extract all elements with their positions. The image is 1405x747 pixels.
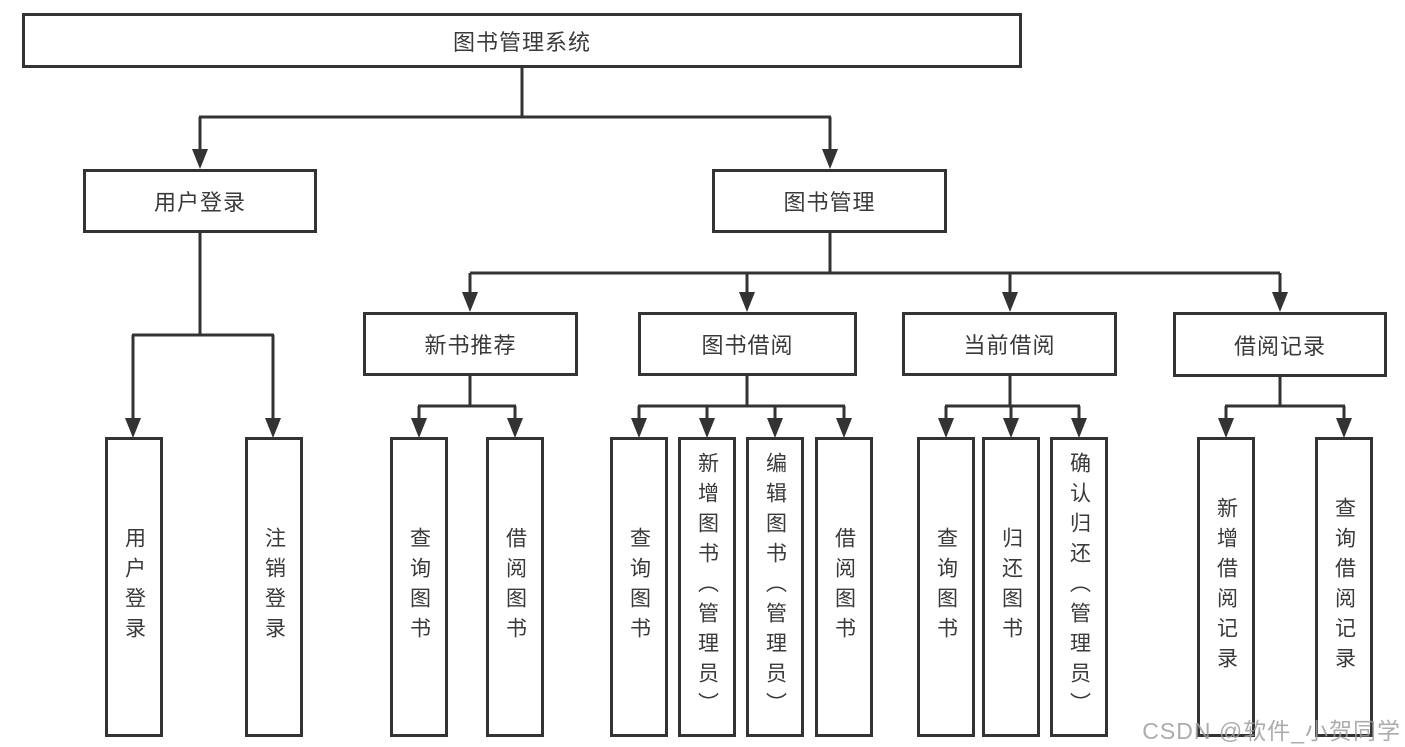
leaf-query-borrow-record-label: 查询借阅记录 xyxy=(1332,497,1356,677)
leaf-query-books-current-label: 查询图书 xyxy=(934,527,958,647)
leaf-add-borrow-record-label: 新增借阅记录 xyxy=(1214,497,1238,677)
leaf-borrow-books-recommend-label: 借阅图书 xyxy=(503,527,527,647)
node-borrowing-records-label: 借阅记录 xyxy=(1233,333,1326,359)
leaf-confirm-return-admin: 确认归还（管理员） xyxy=(1050,437,1108,737)
leaf-query-borrow-record: 查询借阅记录 xyxy=(1315,437,1373,737)
node-root: 图书管理系统 xyxy=(22,13,1022,68)
csdn-watermark: CSDN @软件_小贺同学 xyxy=(1142,718,1401,744)
leaf-return-books: 归还图书 xyxy=(982,437,1040,737)
leaf-user-login-label: 用户登录 xyxy=(122,527,146,647)
leaf-add-book-admin: 新增图书（管理员） xyxy=(678,437,736,737)
leaf-logout: 注销登录 xyxy=(245,437,303,737)
node-borrowing-records: 借阅记录 xyxy=(1173,312,1387,377)
leaf-logout-label: 注销登录 xyxy=(262,527,286,647)
leaf-edit-book-admin-label: 编辑图书（管理员） xyxy=(763,452,787,722)
leaf-query-books-borrowing-label: 查询图书 xyxy=(627,527,651,647)
leaf-edit-book-admin: 编辑图书（管理员） xyxy=(746,437,804,737)
leaf-add-book-admin-label: 新增图书（管理员） xyxy=(695,452,719,722)
arrowhead-group xyxy=(125,149,1352,438)
leaf-query-books-current: 查询图书 xyxy=(917,437,975,737)
node-book-mgmt-label: 图书管理 xyxy=(783,190,876,215)
leaf-query-books-recommend-label: 查询图书 xyxy=(407,527,431,647)
leaf-confirm-return-admin-label: 确认归还（管理员） xyxy=(1067,452,1091,722)
leaf-add-borrow-record: 新增借阅记录 xyxy=(1197,437,1255,737)
node-root-label: 图书管理系统 xyxy=(452,29,591,55)
node-book-mgmt: 图书管理 xyxy=(712,169,947,233)
node-new-book-recommend-label: 新书推荐 xyxy=(424,333,517,358)
leaf-query-books-recommend: 查询图书 xyxy=(390,437,448,737)
node-user-login: 用户登录 xyxy=(83,169,317,233)
node-current-borrowing: 当前借阅 xyxy=(902,312,1117,376)
node-user-login-label: 用户登录 xyxy=(153,190,246,215)
leaf-borrow-books-borrowing-label: 借阅图书 xyxy=(832,527,856,647)
leaf-borrow-books-recommend: 借阅图书 xyxy=(486,437,544,737)
node-new-book-recommend: 新书推荐 xyxy=(363,312,578,376)
leaf-borrow-books-borrowing: 借阅图书 xyxy=(815,437,873,737)
node-book-borrowing: 图书借阅 xyxy=(638,312,857,376)
leaf-return-books-label: 归还图书 xyxy=(999,527,1023,647)
node-book-borrowing-label: 图书借阅 xyxy=(701,333,794,358)
leaf-query-books-borrowing: 查询图书 xyxy=(610,437,668,737)
node-current-borrowing-label: 当前借阅 xyxy=(963,333,1056,358)
leaf-user-login: 用户登录 xyxy=(105,437,163,737)
